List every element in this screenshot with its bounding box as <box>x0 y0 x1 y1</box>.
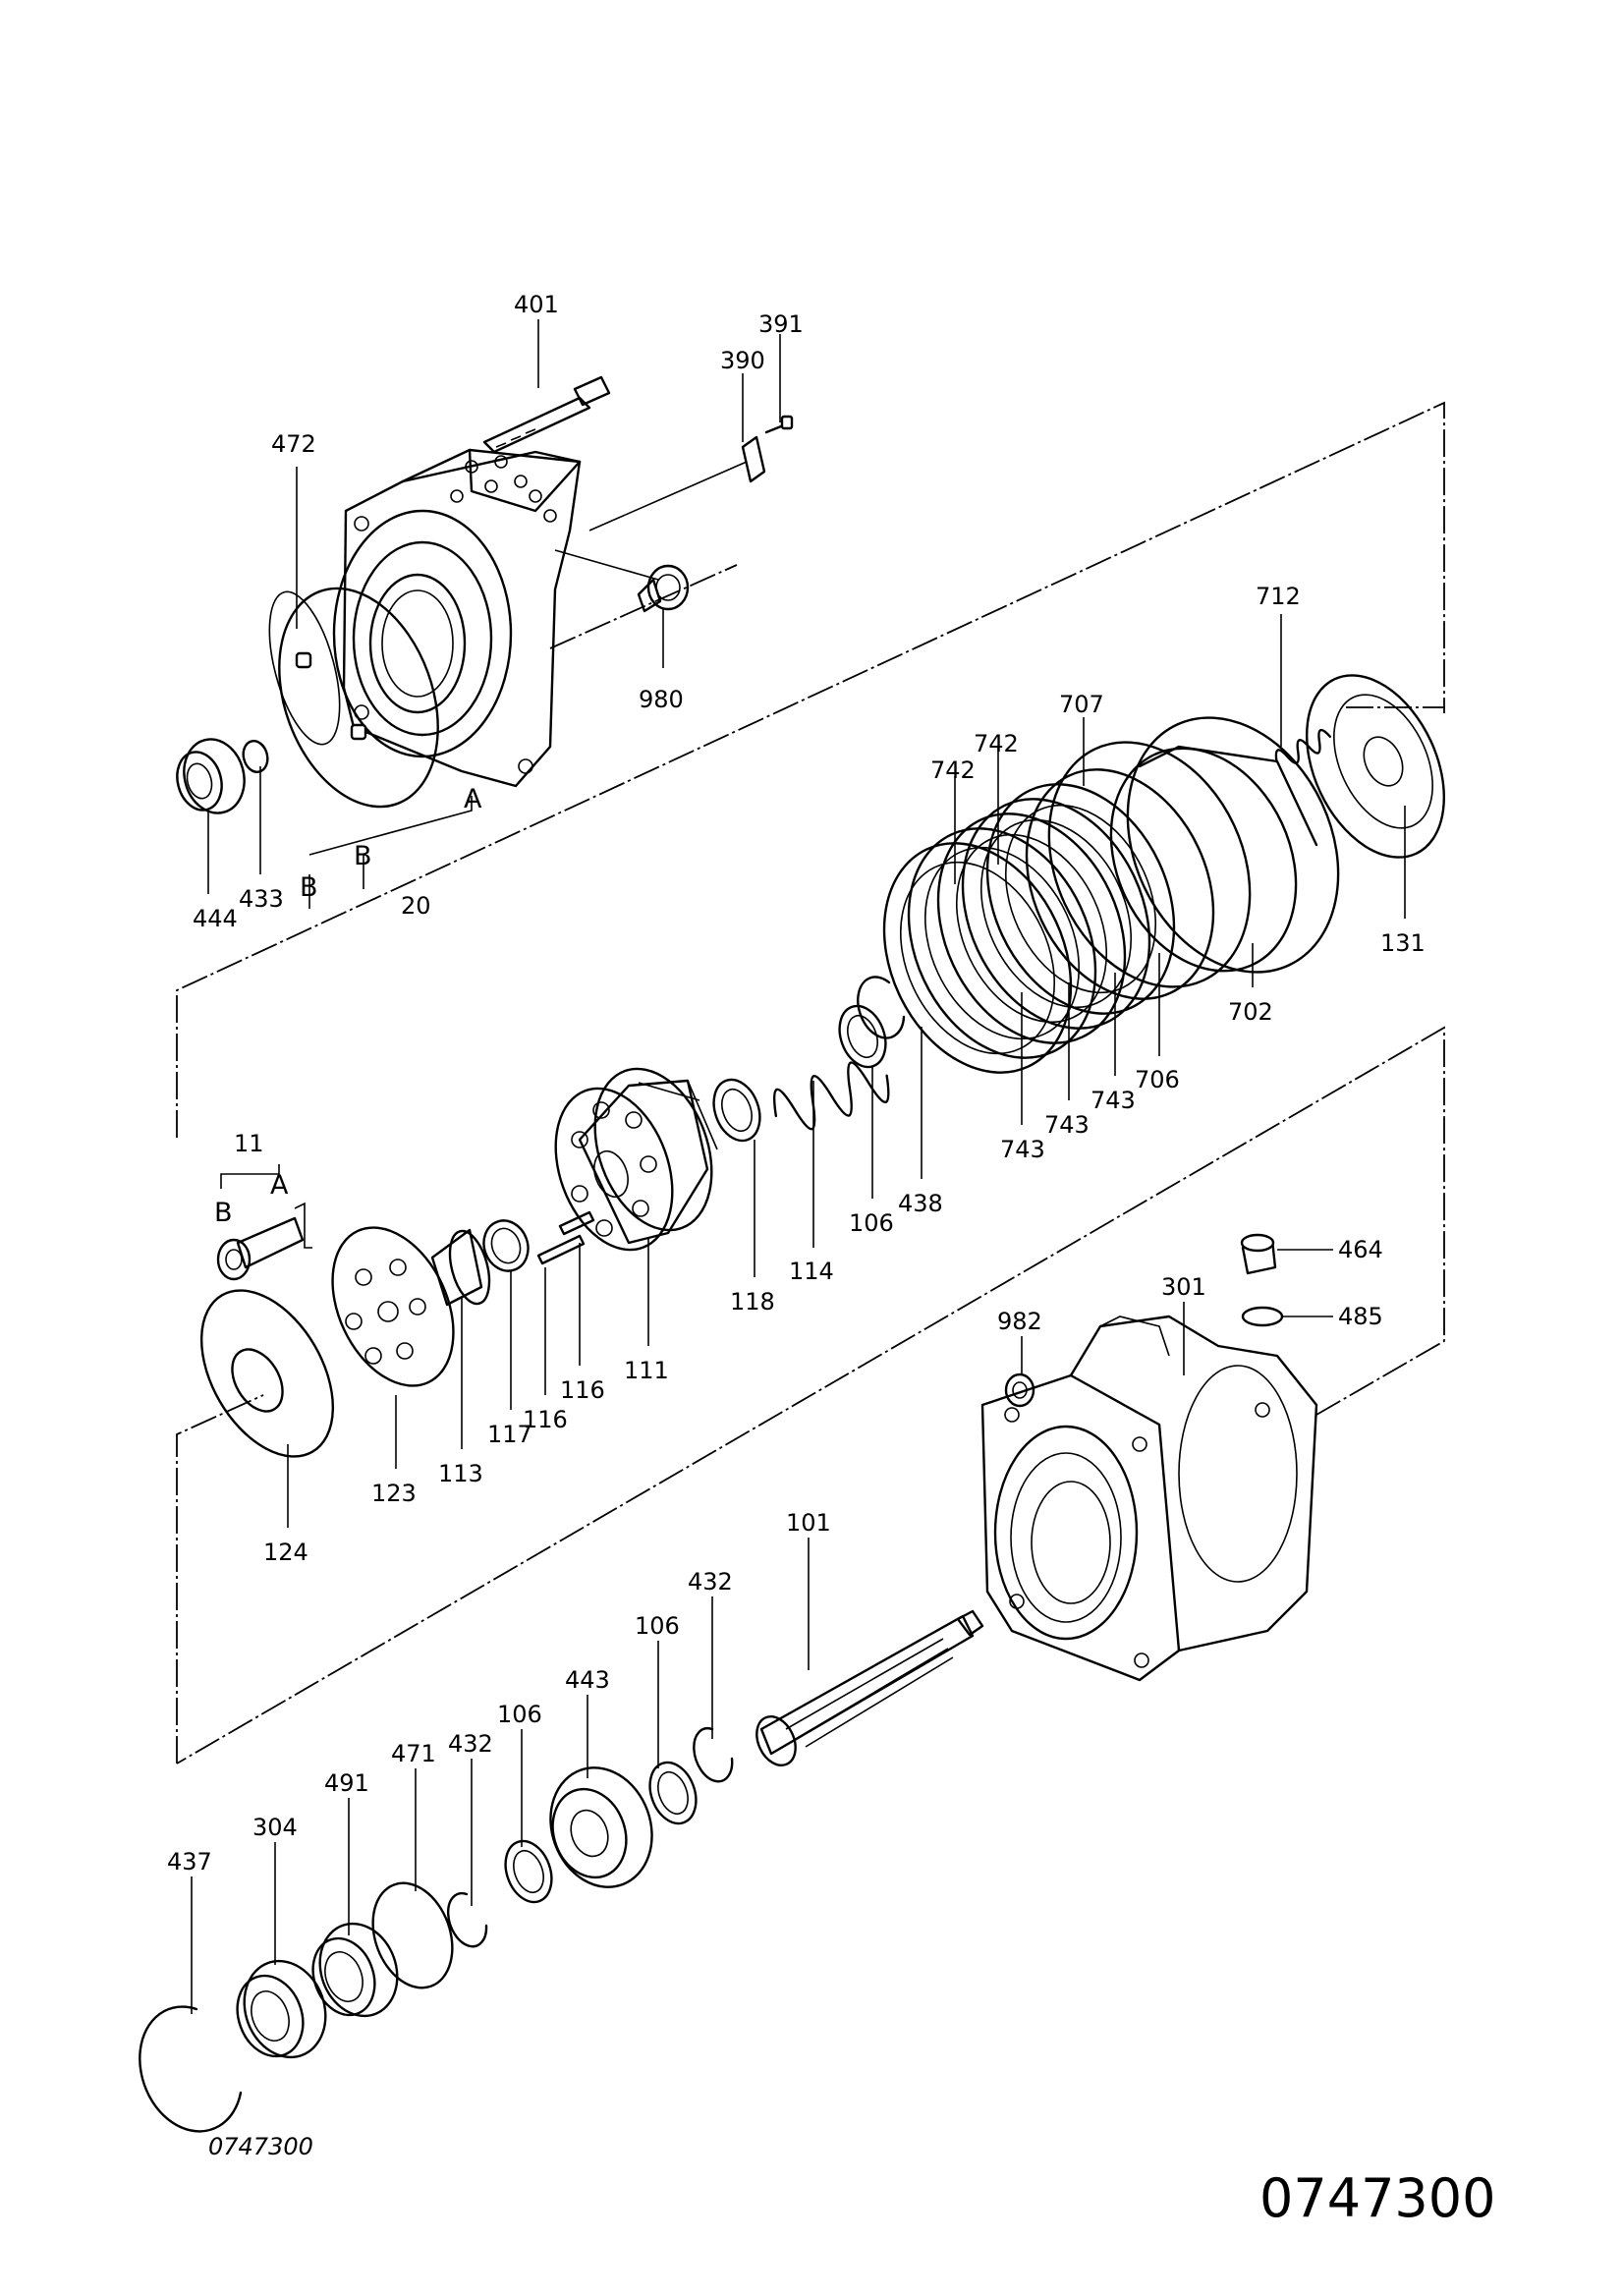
label-390: 390 <box>720 347 765 374</box>
label-438: 438 <box>898 1190 943 1217</box>
label-472: 472 <box>271 430 316 458</box>
seal-491 <box>311 1922 399 2018</box>
letter-a-piston: A <box>270 1170 289 1201</box>
label-131: 131 <box>1380 929 1426 957</box>
label-444: 444 <box>193 905 238 932</box>
label-118: 118 <box>730 1288 775 1316</box>
label-437: 437 <box>167 1848 212 1876</box>
label-743-a: 743 <box>1091 1087 1136 1114</box>
label-485: 485 <box>1338 1303 1383 1330</box>
label-113: 113 <box>438 1460 483 1487</box>
ring-433 <box>242 740 269 773</box>
label-304: 304 <box>252 1814 298 1841</box>
friction-plates-742-743 <box>882 783 1176 1074</box>
label-491: 491 <box>324 1769 369 1797</box>
letter-b-housing-left: B <box>300 872 318 903</box>
plug-464 <box>1240 1233 1277 1275</box>
snap-ring-432-lower <box>446 1891 488 1948</box>
letter-a-housing: A <box>464 784 482 814</box>
letter-b-housing-right: B <box>354 841 372 871</box>
plate-390 <box>741 435 766 483</box>
label-743-b: 743 <box>1044 1111 1090 1139</box>
label-124: 124 <box>263 1539 308 1566</box>
ring-118 <box>712 1078 761 1143</box>
part-labels: 401 391 390 472 980 712 707 742 742 131 … <box>167 291 1426 1876</box>
bolt-401 <box>482 375 611 454</box>
label-432-upper: 432 <box>688 1568 733 1596</box>
shaft-101 <box>755 1609 984 1766</box>
spherical-bush-113 <box>430 1228 491 1307</box>
snap-ring-432-upper <box>693 1727 734 1783</box>
label-432-lower: 432 <box>448 1730 493 1758</box>
group-letters: A B B A B <box>214 784 482 1228</box>
o-ring-485 <box>1241 1306 1284 1327</box>
screw-391 <box>764 415 794 434</box>
swash-plate-124 <box>199 1289 335 1458</box>
letter-b-piston: B <box>214 1198 233 1228</box>
bearing-443 <box>549 1766 653 1888</box>
label-982: 982 <box>997 1308 1042 1335</box>
housing-20 <box>268 448 582 809</box>
label-742-a: 742 <box>974 730 1019 757</box>
label-101: 101 <box>786 1509 831 1537</box>
bearing-444 <box>176 738 246 814</box>
snap-ring-437 <box>139 2005 243 2133</box>
ring-106-lower-b <box>504 1839 553 1904</box>
label-106-upper: 106 <box>849 1209 894 1237</box>
drawing-number: 0747300 <box>1259 2167 1496 2229</box>
label-111: 111 <box>624 1357 669 1384</box>
label-301: 301 <box>1161 1273 1206 1301</box>
drawing-reference: 0747300 <box>208 2133 313 2160</box>
ring-106-upper <box>838 1004 887 1069</box>
label-433: 433 <box>239 885 284 913</box>
label-391: 391 <box>758 310 804 338</box>
label-712: 712 <box>1256 583 1301 610</box>
label-742-b: 742 <box>930 756 976 784</box>
label-443: 443 <box>565 1666 610 1694</box>
leader-lines <box>191 319 1406 2014</box>
o-ring-471 <box>371 1881 454 1989</box>
snap-ring-438 <box>857 976 906 1039</box>
valve-plate-131 <box>1305 674 1446 859</box>
spring-712 <box>1274 728 1332 764</box>
label-11: 11 <box>234 1130 264 1157</box>
label-123: 123 <box>371 1480 417 1507</box>
o-ring-706 <box>1025 768 1215 1000</box>
casing-301 <box>980 1315 1318 1682</box>
label-706: 706 <box>1135 1066 1180 1093</box>
label-106-lower-a: 106 <box>635 1612 680 1640</box>
label-464: 464 <box>1338 1236 1383 1263</box>
pins-116 <box>536 1210 595 1265</box>
brake-piston-702 <box>1109 716 1340 974</box>
plug-982 <box>1004 1372 1035 1408</box>
piston-11 <box>216 1216 305 1281</box>
ring-106-lower-a <box>648 1761 698 1825</box>
label-114: 114 <box>789 1258 834 1285</box>
plug-980 <box>637 564 690 613</box>
retainer-plate-123 <box>331 1226 455 1387</box>
label-116-b: 116 <box>523 1406 568 1433</box>
cylinder-block-111 <box>554 1067 718 1252</box>
label-743-c: 743 <box>1000 1136 1045 1163</box>
label-117: 117 <box>487 1421 532 1448</box>
cover-304 <box>236 1959 327 2059</box>
label-401: 401 <box>514 291 559 318</box>
label-106-lower-b: 106 <box>497 1701 542 1728</box>
spring-114 <box>772 1061 890 1131</box>
label-116-a: 116 <box>560 1376 605 1404</box>
label-471: 471 <box>391 1740 436 1767</box>
o-ring-707 <box>1047 741 1252 988</box>
ring-117 <box>482 1219 530 1272</box>
label-20: 20 <box>401 892 431 920</box>
label-707: 707 <box>1059 691 1104 718</box>
label-980: 980 <box>639 686 684 713</box>
label-702: 702 <box>1228 998 1273 1026</box>
